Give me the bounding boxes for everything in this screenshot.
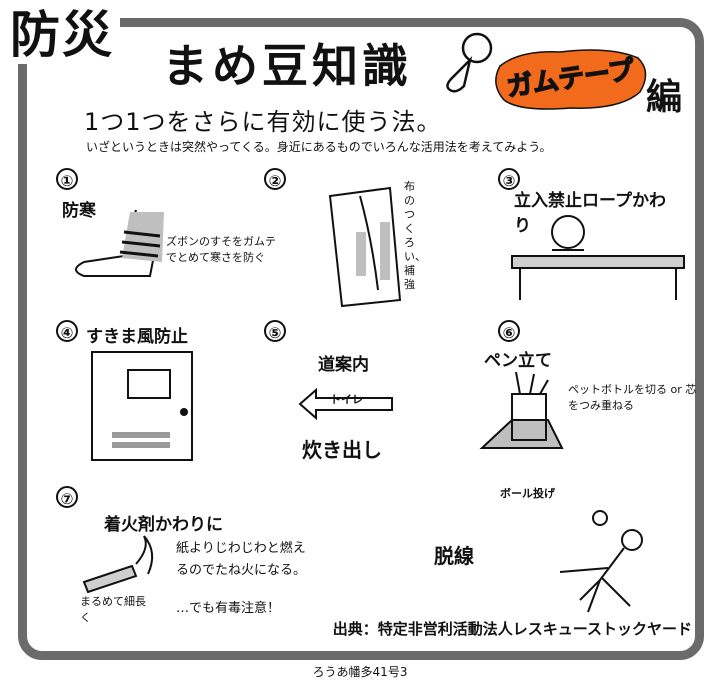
leg-illustration	[75, 209, 164, 277]
tip-number: ⑦	[56, 486, 78, 508]
cloth-illustration	[328, 186, 402, 308]
tip-extra: 炊き出し	[302, 438, 382, 462]
tape-badge-shape	[495, 49, 647, 110]
subline: いざというときは突然やってくる。身近にあるものでいろんな活用法を考えてみよう。	[86, 140, 552, 154]
tip-number: ③	[498, 168, 520, 190]
tip-title: 立入禁止ロープかわり	[514, 191, 666, 236]
tip-title: 着火剤かわりに	[104, 515, 223, 535]
tip-number: ②	[264, 168, 286, 190]
tip-title: すきま風防止	[86, 327, 188, 347]
tip-number: ④	[56, 320, 78, 342]
tip-number: ⑤	[264, 320, 286, 342]
door-illustration	[91, 351, 193, 461]
tip-note: ペットボトルを切る or 芯をつみ重ねる	[568, 383, 697, 412]
tip-note: 紙よりじわじわと燃えるのでたね火になる。	[176, 541, 307, 578]
tip-side-note: まるめて細長く	[80, 595, 146, 624]
pen-stand-illustration	[479, 371, 564, 449]
headline: 1つ1つをさらに有効に使う法。	[84, 108, 442, 136]
rope-illustration	[511, 215, 685, 300]
tip-title: ペン立て	[484, 351, 552, 371]
tip-note: ズボンのすそをガムテでとめて寒さを防ぐ	[166, 235, 276, 264]
tip-title: 防寒	[62, 201, 96, 221]
main-title: まめ豆知識	[162, 39, 412, 93]
arrow-illustration	[298, 387, 393, 421]
tip-note: トイレ	[330, 393, 363, 406]
page-frame	[18, 18, 704, 660]
bean-magnifier-icon	[446, 32, 493, 93]
falling-person-illustration	[559, 510, 643, 613]
tip-number: ⑥	[498, 320, 520, 342]
tip-title: 脱線	[434, 544, 474, 568]
tip-warning: …でも有毒注意！	[176, 601, 281, 616]
badge-title: 防災	[4, 6, 120, 64]
tip-number: ①	[56, 168, 78, 190]
tip-title: 道案内	[318, 355, 369, 375]
tip-note: 布のつくろい、補強	[404, 180, 426, 291]
tip-note: ボール投げ	[500, 487, 555, 500]
footer-caption: ろうあ幡多41号3	[312, 665, 408, 679]
tape-suffix: 編	[646, 77, 683, 118]
credit: 出典：特定非営利活動法人レスキューストックヤード	[332, 620, 692, 638]
torch-illustration	[82, 535, 154, 594]
